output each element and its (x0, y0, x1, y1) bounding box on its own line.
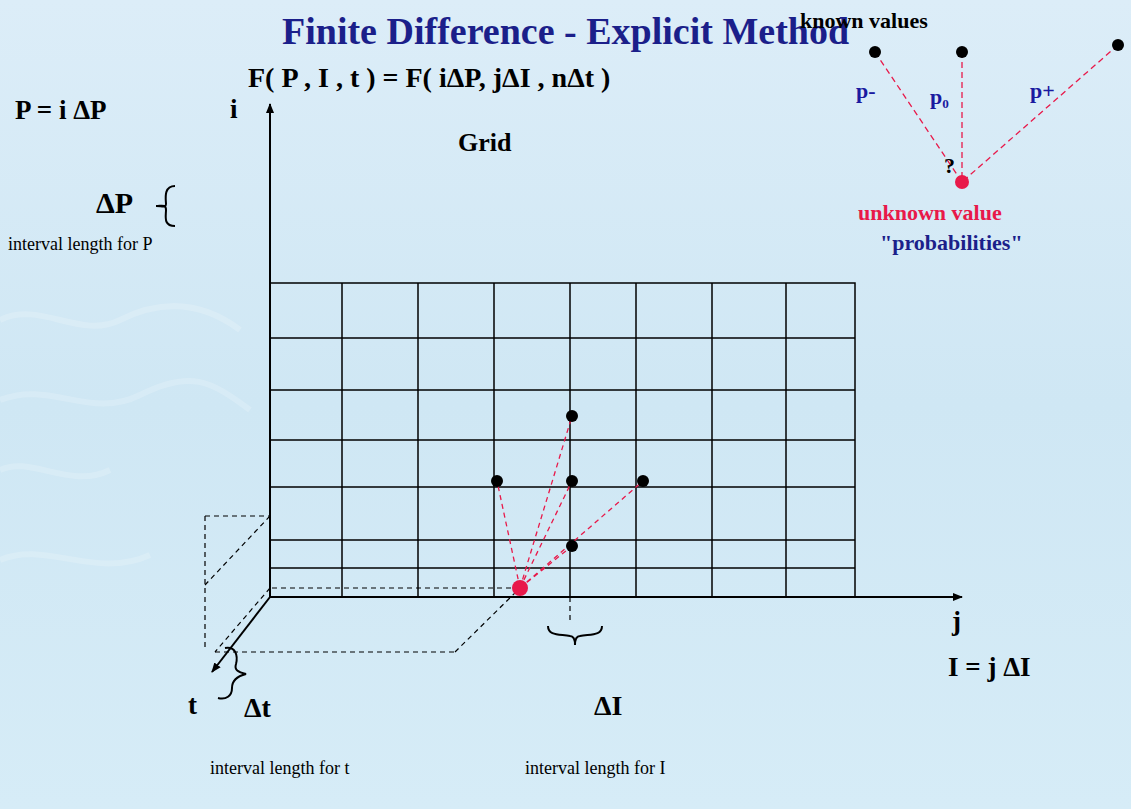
question-mark: ? (944, 153, 955, 178)
probability-label: p₀ (930, 84, 949, 109)
grid (270, 283, 855, 597)
probability-label: p+ (1030, 78, 1055, 103)
legend-known-dots (869, 39, 1124, 58)
grid-label: Grid (458, 128, 511, 158)
unknown-label: unknown value (858, 200, 1002, 225)
axis-label: j (952, 606, 961, 637)
formula: F( P , I , t ) = F( iΔP, jΔI , nΔt ) (248, 62, 610, 94)
interval-symbol: Δt (244, 692, 271, 724)
projection-lines (205, 516, 570, 652)
legend-lines (875, 45, 1118, 182)
water-texture (0, 306, 250, 563)
known-dots (491, 410, 649, 552)
unknown-dot (512, 580, 528, 596)
probability-label: p- (856, 78, 876, 103)
interval-caption: interval length for I (525, 758, 665, 779)
interval-symbol: ΔP (96, 186, 133, 221)
legend-unknown-dot (955, 175, 969, 189)
diagram-title: Finite Difference - Explicit Method (282, 10, 849, 54)
braces (156, 186, 602, 699)
stencil-lines (497, 416, 643, 588)
interval-caption: interval length for P (8, 234, 152, 255)
probabilities-label: "probabilities" (880, 230, 1023, 255)
interval-symbol: ΔI (594, 690, 622, 722)
legend-heading: known values (800, 8, 928, 33)
axis-label: t (188, 690, 197, 721)
axis-definition: P = i ΔP (15, 95, 107, 126)
axes (212, 104, 962, 672)
interval-caption: interval length for t (210, 758, 349, 779)
axis-label: i (230, 94, 238, 125)
axis-definition: I = j ΔI (948, 652, 1031, 683)
